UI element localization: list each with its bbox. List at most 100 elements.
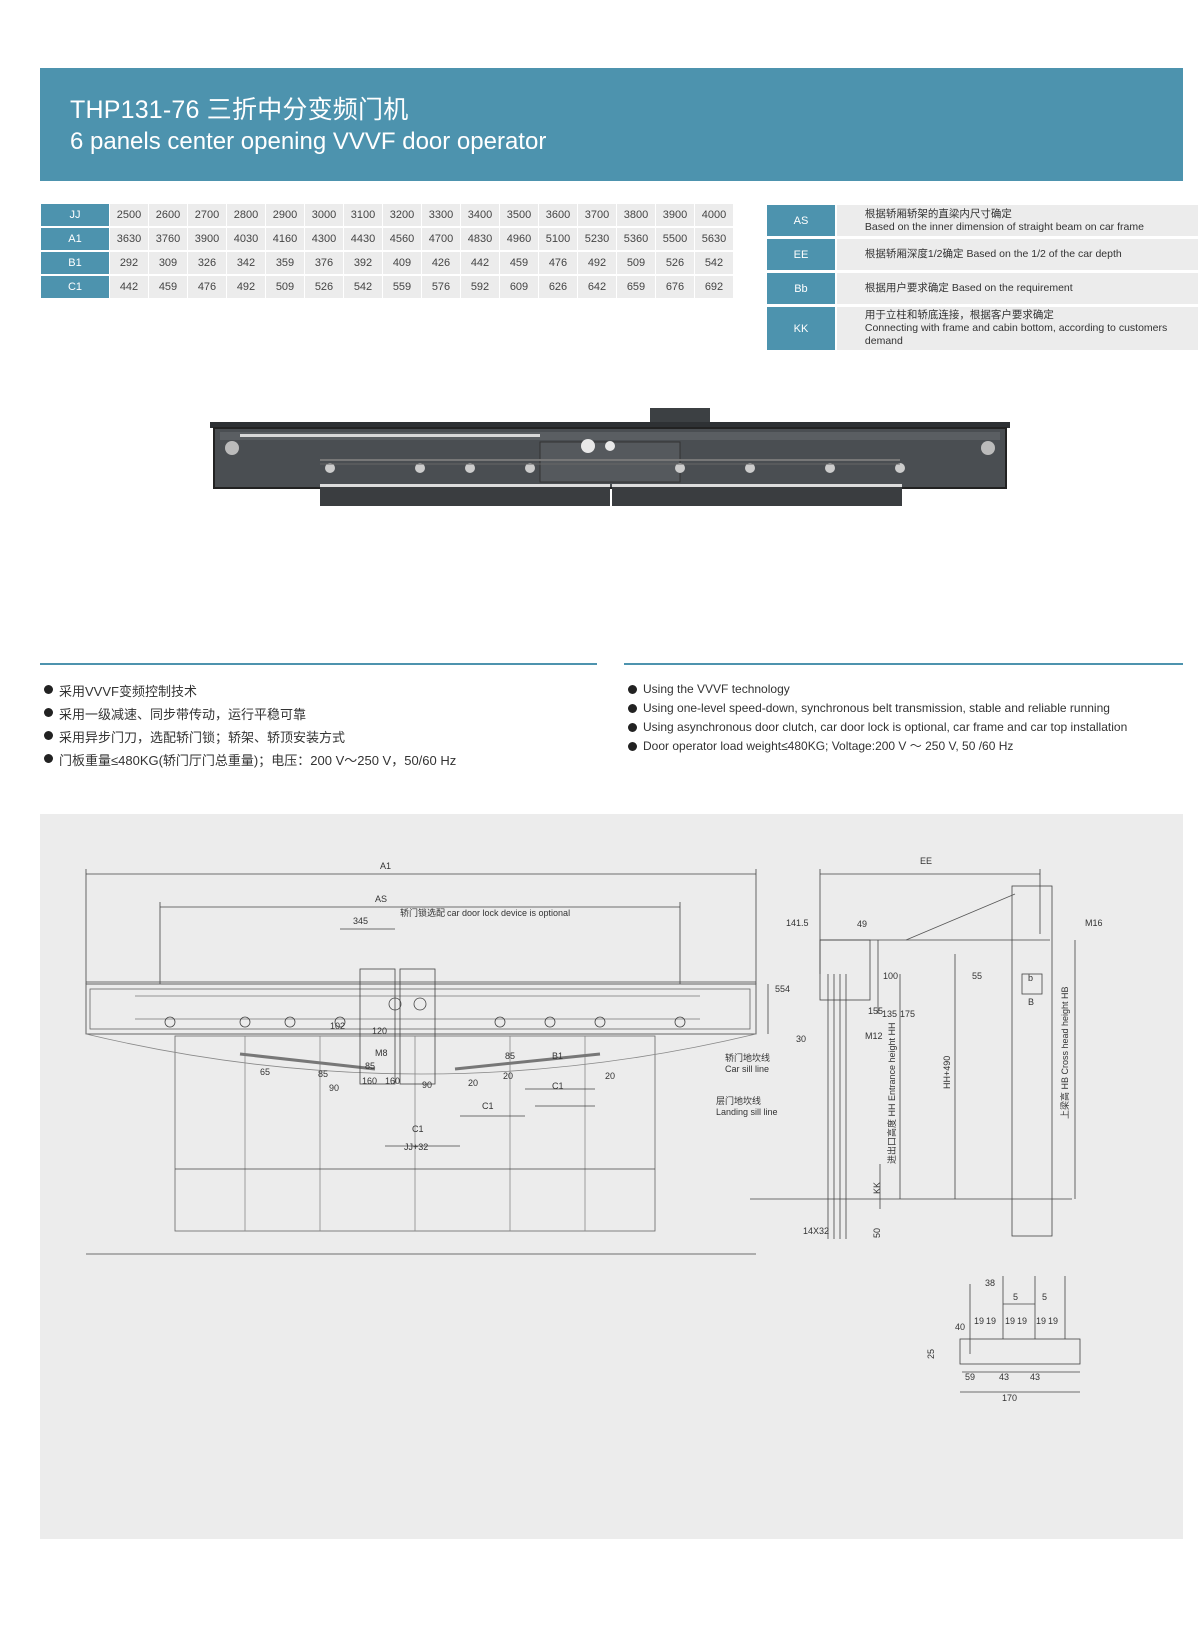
- table-cell: 459: [149, 276, 187, 298]
- dim-label: 135: [882, 1009, 897, 1019]
- technical-drawing-panel: A1 AS 345 轿门锁选配 car door lock device is …: [40, 814, 1183, 1539]
- table-cell: 609: [500, 276, 538, 298]
- table-cell: 2900: [266, 204, 304, 226]
- table-cell: 4030: [227, 228, 265, 250]
- dim-label: 85: [505, 1051, 515, 1061]
- dim-label: 90: [329, 1083, 339, 1093]
- note-label: 轿门地坎线: [725, 1052, 770, 1063]
- dim-label: 19: [1005, 1316, 1015, 1326]
- dim-label: 55: [972, 971, 982, 981]
- table-cell: 559: [383, 276, 421, 298]
- dim-label: 43: [1030, 1372, 1040, 1382]
- note-label: car door lock device is optional: [447, 908, 570, 918]
- table-cell: 592: [461, 276, 499, 298]
- table-row: JJ 2500 2600 2700 2800 2900 3000 3100 32…: [41, 204, 733, 226]
- table-cell: 2800: [227, 204, 265, 226]
- dim-label: M16: [1085, 918, 1103, 928]
- dim-label: C1: [412, 1124, 424, 1134]
- list-item: Using one-level speed-down, synchronous …: [626, 699, 1127, 718]
- table-row: A1 3630 3760 3900 4030 4160 4300 4430 45…: [41, 228, 733, 250]
- list-item: 采用一级减速、同步带传动，运行平稳可靠: [42, 703, 456, 726]
- table-cell: 3760: [149, 228, 187, 250]
- table-row: B1 292 309 326 342 359 376 392 409 426 4…: [41, 252, 733, 274]
- dim-label: 50: [872, 1228, 882, 1238]
- dim-label: M12: [865, 1031, 883, 1041]
- table-cell: 542: [344, 276, 382, 298]
- dim-label: 14X32: [803, 1226, 829, 1236]
- dim-label: 65: [260, 1067, 270, 1077]
- table-cell: 5500: [656, 228, 694, 250]
- table-cell: 309: [149, 252, 187, 274]
- table-cell: 3600: [539, 204, 577, 226]
- dim-label: AS: [375, 894, 387, 904]
- table-cell: 376: [305, 252, 343, 274]
- dim-label: 345: [353, 916, 368, 926]
- dim-label: 19: [974, 1316, 984, 1326]
- row-key: C1: [41, 276, 109, 298]
- note-cn: 根据用户要求确定: [864, 282, 949, 294]
- list-item: 门板重量≤480KG(轿门厅门总重量)；电压：200 V～250 V，50/60…: [42, 749, 456, 772]
- section-divider-right: [624, 663, 1183, 665]
- list-item: 采用VVVF变频控制技术: [42, 680, 456, 703]
- table-row: EE 根据轿厢深度1/2确定 Based on the 1/2 of the c…: [767, 239, 1198, 270]
- dim-label: 5: [1042, 1292, 1047, 1302]
- table-row: Bb 根据用户要求确定 Based on the requirement: [767, 273, 1198, 304]
- dim-label: 160: [362, 1076, 377, 1086]
- table-cell: 626: [539, 276, 577, 298]
- table-cell: 3630: [110, 228, 148, 250]
- row-key: A1: [41, 228, 109, 250]
- note-label: Car sill line: [725, 1064, 769, 1074]
- dim-label: KK: [872, 1182, 882, 1194]
- table-cell: 5360: [617, 228, 655, 250]
- dim-label: 38: [985, 1278, 995, 1288]
- table-cell: 3100: [344, 204, 382, 226]
- note-en: Based on the inner dimension of straight…: [864, 220, 1144, 233]
- title-banner: THP131-76 三折中分变频门机 6 panels center openi…: [40, 68, 1183, 181]
- note-cn: 用于立柱和轿底连接，根据客户要求确定: [864, 309, 1054, 321]
- dim-label: JJ+32: [404, 1142, 428, 1152]
- door-operator-photo: [210, 408, 1010, 506]
- table-cell: 359: [266, 252, 304, 274]
- row-key: B1: [41, 252, 109, 274]
- table-cell: 3000: [305, 204, 343, 226]
- dim-label: 59: [965, 1372, 975, 1382]
- table-cell: 509: [617, 252, 655, 274]
- table-cell: 2600: [149, 204, 187, 226]
- table-cell: 5100: [539, 228, 577, 250]
- note-label: 轿门锁选配: [400, 907, 445, 918]
- table-cell: 542: [695, 252, 733, 274]
- dim-label: 85: [365, 1061, 375, 1071]
- table-cell: 3700: [578, 204, 616, 226]
- table-cell: 2500: [110, 204, 148, 226]
- dim-label: EE: [920, 856, 932, 866]
- note-cn: 根据轿厢轿架的直梁内尺寸确定: [864, 207, 1012, 220]
- dim-label: 43: [999, 1372, 1009, 1382]
- dim-label: 20: [605, 1071, 615, 1081]
- dim-label: 120: [372, 1026, 387, 1036]
- note-en: Connecting with frame and cabin bottom, …: [864, 322, 1168, 347]
- table-cell: 3800: [617, 204, 655, 226]
- note-cn: 根据轿厢深度1/2确定: [864, 248, 964, 260]
- dim-label: 554: [775, 984, 790, 994]
- note-label: 层门地坎线: [716, 1095, 761, 1106]
- table-cell: 3900: [188, 228, 226, 250]
- table-row: C1 442 459 476 492 509 526 542 559 576 5…: [41, 276, 733, 298]
- list-item: Door operator load weight≤480KG; Voltage…: [626, 737, 1127, 756]
- table-cell: 3200: [383, 204, 421, 226]
- table-cell: 342: [227, 252, 265, 274]
- table-cell: 3900: [656, 204, 694, 226]
- table-cell: 392: [344, 252, 382, 274]
- title-chinese: THP131-76 三折中分变频门机: [70, 96, 409, 124]
- table-cell: 692: [695, 276, 733, 298]
- note-label: Landing sill line: [716, 1107, 778, 1117]
- dim-label: 19: [1017, 1316, 1027, 1326]
- table-cell: 509: [266, 276, 304, 298]
- table-cell: 676: [656, 276, 694, 298]
- note-key: Bb: [767, 273, 835, 304]
- table-cell: 492: [578, 252, 616, 274]
- dim-label: 155: [868, 1006, 883, 1016]
- table-cell: 4560: [383, 228, 421, 250]
